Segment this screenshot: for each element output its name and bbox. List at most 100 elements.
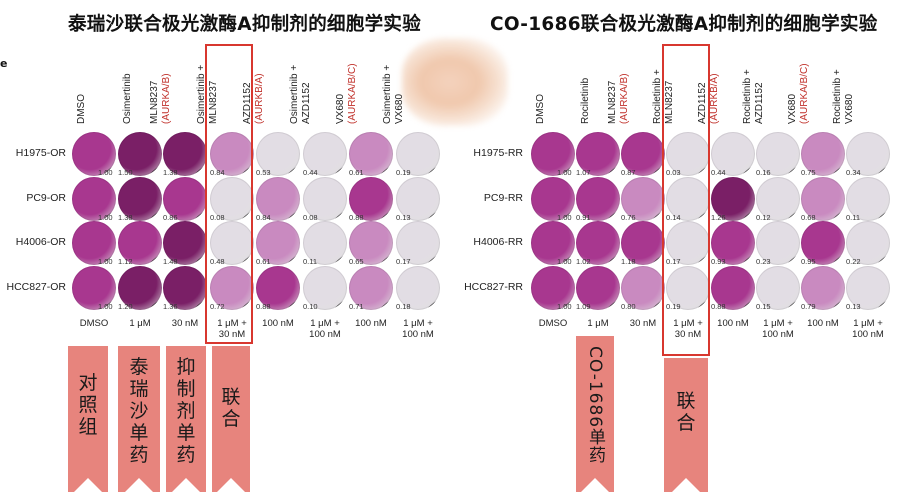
- right-well-value: 1.00: [557, 168, 572, 177]
- right-dose-label: 100 nM: [807, 318, 839, 329]
- right-well-value: 1.07: [576, 168, 591, 177]
- left-well-value: 1.20: [118, 302, 133, 311]
- left-well: [163, 132, 207, 176]
- right-well: [846, 132, 890, 176]
- right-well: [576, 266, 620, 310]
- left-well-value: 1.00: [98, 257, 113, 266]
- right-well-value: 0.12: [756, 213, 771, 222]
- right-well: [801, 177, 845, 221]
- right-well: [576, 177, 620, 221]
- right-col-header-line: MLN8237: [607, 80, 618, 124]
- left-col-header-text: Osimertinib: [122, 73, 134, 124]
- left-col-header-line: VX680: [394, 93, 405, 124]
- left-well-value: 0.19: [396, 168, 411, 177]
- banner-notch: [74, 478, 102, 492]
- left-well-value: 1.00: [98, 213, 113, 222]
- left-row-label: HCC827-OR: [6, 281, 66, 293]
- right-col-header-line: AZD1152: [754, 82, 765, 124]
- left-well-value: 0.18: [396, 302, 411, 311]
- right-well: [666, 221, 710, 265]
- right-well: [711, 177, 755, 221]
- left-well-value: 1.38: [118, 213, 133, 222]
- right-well: [666, 266, 710, 310]
- left-well: [118, 177, 162, 221]
- right-well-value: 0.11: [846, 213, 861, 222]
- banner-control-text: 对照组: [78, 372, 98, 438]
- right-well: [531, 266, 575, 310]
- right-well-value: 0.34: [846, 168, 861, 177]
- right-row-label: HCC827-RR: [464, 281, 523, 293]
- left-well-value: 0.86: [163, 213, 178, 222]
- right-well: [801, 132, 845, 176]
- left-dose-label: 1 μM + 100 nM: [402, 318, 434, 340]
- left-col-header-line: Osimertinib +: [289, 64, 300, 124]
- left-well: [349, 266, 393, 310]
- right-well: [711, 266, 755, 310]
- right-well-value: 0.44: [711, 168, 726, 177]
- right-well-value: 1.18: [621, 257, 636, 266]
- right-well: [846, 177, 890, 221]
- left-well-value: 0.84: [210, 168, 225, 177]
- left-col-header-line: (AURKB/A): [254, 73, 265, 124]
- right-well: [756, 132, 800, 176]
- banner-combo-left: 联合: [212, 346, 250, 492]
- left-combo-highlight: [205, 44, 253, 344]
- left-well-value: 0.65: [349, 257, 364, 266]
- right-well: [756, 266, 800, 310]
- left-col-header-line: Osimertinib: [122, 73, 133, 124]
- left-well-value: 0.61: [256, 257, 271, 266]
- right-well: [621, 266, 665, 310]
- right-col-header-line: VX680: [787, 93, 798, 124]
- left-well-value: 1.12: [118, 257, 133, 266]
- banner-co1686-text: CO-1686单药: [585, 346, 605, 465]
- right-well-value: 1.02: [576, 257, 591, 266]
- right-dose-label: 1 μM + 30 nM: [673, 318, 703, 340]
- left-well-value: 0.08: [303, 213, 318, 222]
- right-dose-label: 1 μM + 100 nM: [762, 318, 794, 340]
- right-well-value: 0.23: [756, 257, 771, 266]
- banner-inhibitor-single: 抑制剂单药: [166, 346, 206, 492]
- right-well-value: 0.76: [621, 213, 636, 222]
- banner-combo-right-text: 联合: [676, 390, 696, 434]
- left-well-value: 0.17: [396, 257, 411, 266]
- panel-letter: e: [0, 57, 8, 70]
- right-well: [801, 266, 845, 310]
- left-dose-label: DMSO: [79, 318, 109, 329]
- right-row-label: H1975-RR: [473, 147, 523, 159]
- left-well-value: 1.00: [98, 302, 113, 311]
- right-col-header-line: Rociletinib +: [832, 69, 843, 124]
- left-col-header-line: (AURKA/B): [161, 73, 172, 124]
- right-well-value: 1.00: [557, 302, 572, 311]
- left-well-value: 0.48: [210, 257, 225, 266]
- right-well-value: 0.16: [756, 168, 771, 177]
- left-col-header-line: (AURKA/B/C): [347, 63, 358, 124]
- banner-notch: [125, 478, 153, 492]
- right-well: [711, 221, 755, 265]
- right-well-value: 0.88: [711, 302, 726, 311]
- left-well-value: 0.61: [349, 168, 364, 177]
- left-col-header-line: AZD1152: [301, 82, 312, 124]
- right-well-value: 0.79: [801, 302, 816, 311]
- right-col-header-line: (AURKA/B/C): [799, 63, 810, 124]
- right-row-label: PC9-RR: [483, 192, 523, 204]
- left-col-header-text: VX680(AURKA/B/C): [335, 63, 359, 124]
- left-well-value: 1.36: [163, 302, 178, 311]
- left-dose-label: 1 μM + 100 nM: [309, 318, 341, 340]
- left-well: [303, 266, 347, 310]
- right-well-value: 0.95: [801, 257, 816, 266]
- left-well: [210, 266, 254, 310]
- right-well-value: 0.91: [576, 213, 591, 222]
- left-row-label: PC9-OR: [26, 192, 66, 204]
- right-well-value: 0.14: [666, 213, 681, 222]
- left-dose-label: 100 nM: [355, 318, 387, 329]
- left-well-value: 1.48: [163, 257, 178, 266]
- left-row-label: H1975-OR: [15, 147, 66, 159]
- left-well: [72, 177, 116, 221]
- right-well-value: 1.00: [557, 213, 572, 222]
- right-dose-label: 1 μM: [587, 318, 609, 329]
- right-dose-label: DMSO: [538, 318, 568, 329]
- left-well-value: 0.08: [210, 213, 225, 222]
- right-dose-label: 1 μM + 100 nM: [852, 318, 884, 340]
- left-well: [303, 132, 347, 176]
- left-well-value: 1.50: [118, 168, 133, 177]
